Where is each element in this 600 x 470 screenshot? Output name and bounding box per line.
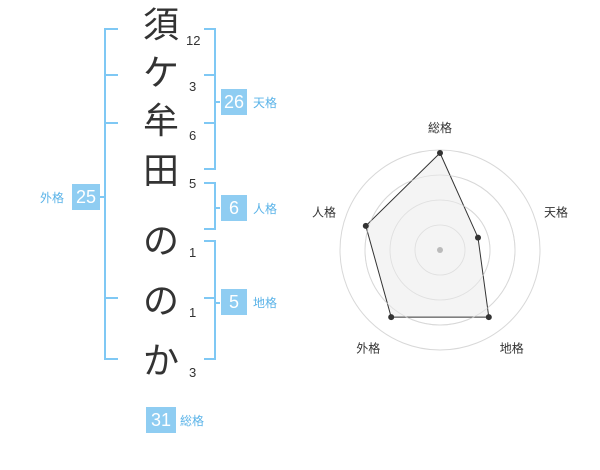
tenkaku-tick-1 [204,74,216,76]
radar-ring-overlay-1 [414,224,466,276]
radar-series-polygon [365,152,490,318]
radar-center-dot [437,247,443,253]
jinkaku-value: 6 [221,195,247,221]
chikaku-connector [214,302,220,304]
tenkaku-bracket [204,28,216,170]
stroke-count-1: 12 [186,33,201,48]
name-char-3: 牟 [142,101,179,142]
soukaku-value: 31 [146,407,176,433]
radar-point-3 [485,314,492,321]
radar-point-5 [362,222,369,229]
chikaku-value: 5 [221,289,247,315]
radar-axis-label-3: 地格 [500,341,524,356]
jinkaku-connector [214,207,220,209]
gaikaku-connector [100,196,106,198]
radar-point-2 [475,234,481,241]
tenkaku-label: 天格 [253,96,278,110]
chikaku-bracket [204,240,216,360]
name-char-4: 田 [142,151,179,192]
name-char-6: の [142,281,179,322]
chikaku-tick-1 [204,297,216,299]
chikaku-label: 地格 [253,296,278,310]
radar-axis-label-4: 外格 [356,341,380,356]
tenkaku-connector [214,101,220,103]
radar-point-1 [437,150,443,156]
stroke-count-6: 1 [189,305,197,320]
jinkaku-label: 人格 [253,202,278,216]
gaikaku-value: 25 [72,184,100,210]
name-char-2: ケ [142,53,179,94]
radar-ring-overlay-3 [364,174,516,326]
name-char-7: か [142,341,179,382]
gaikaku-bracket [104,28,118,360]
jinkaku-bracket [204,182,216,230]
name-char-5: の [142,221,179,262]
stroke-count-5: 1 [189,245,197,260]
stroke-count-4: 5 [189,176,197,191]
radar-point-4 [388,314,395,321]
radar-axis-label-5: 人格 [312,204,336,219]
gaikaku-tick-1 [104,74,118,76]
radar-ring-overlay-2 [389,199,491,301]
tenkaku-tick-2 [204,122,216,124]
radar-axis-label-2: 天格 [544,204,568,219]
gaikaku-tick-2 [104,122,118,124]
soukaku-label: 総格 [180,414,205,428]
gaikaku-label: 外格 [40,191,65,205]
stroke-count-7: 3 [189,365,197,380]
gaikaku-tick-3 [104,297,118,299]
stroke-count-3: 6 [189,128,197,143]
name-char-1: 須 [142,5,179,46]
tenkaku-value: 26 [221,89,247,115]
radar-axis-label-1: 総格 [428,120,452,135]
stroke-count-2: 3 [189,79,197,94]
